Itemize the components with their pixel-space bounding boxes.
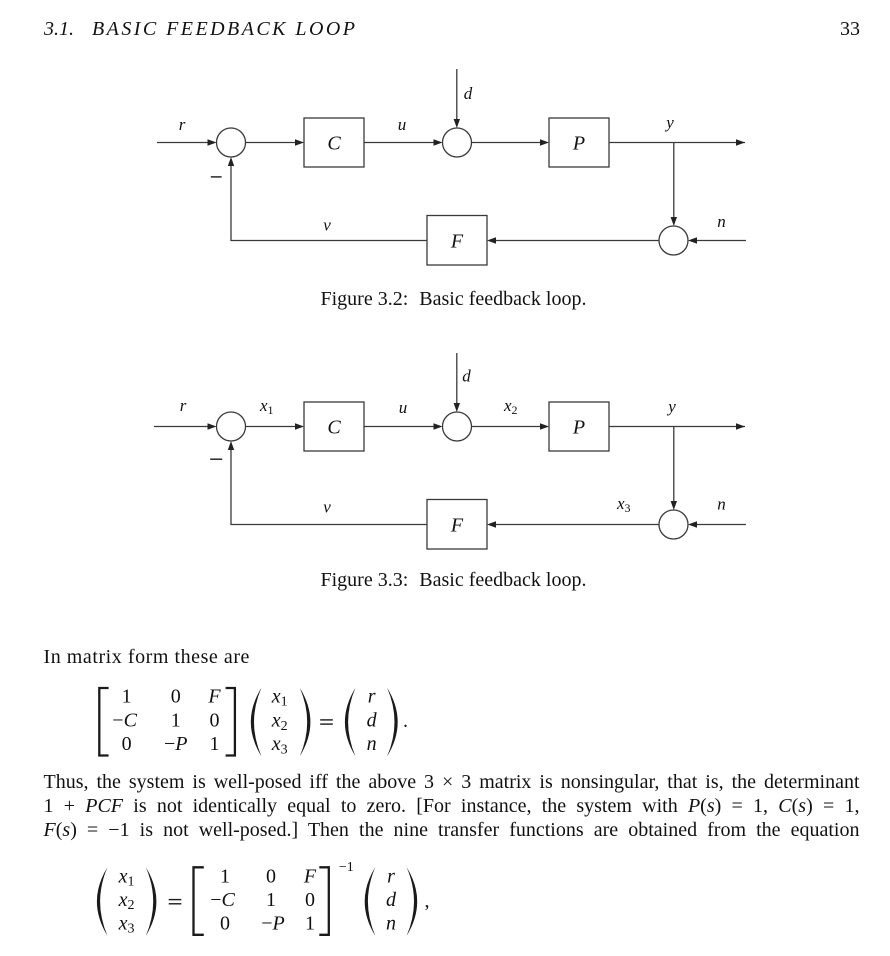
svg-text:0: 0 bbox=[220, 913, 230, 935]
svg-text:d: d bbox=[386, 889, 397, 911]
svg-text:d: d bbox=[462, 367, 471, 386]
svg-text:C: C bbox=[327, 417, 341, 439]
svg-text:r: r bbox=[179, 115, 186, 134]
svg-text:r: r bbox=[387, 866, 395, 888]
svg-text:1: 1 bbox=[266, 889, 276, 911]
svg-text:0: 0 bbox=[171, 686, 181, 708]
svg-text:v: v bbox=[323, 216, 331, 235]
svg-text:1: 1 bbox=[122, 686, 132, 708]
svg-text:n: n bbox=[717, 212, 726, 231]
svg-text:0: 0 bbox=[305, 889, 315, 911]
svg-text:C: C bbox=[327, 133, 341, 155]
svg-text:y: y bbox=[666, 397, 676, 416]
svg-text:x2: x2 bbox=[118, 889, 135, 913]
svg-text:−P: −P bbox=[261, 913, 285, 935]
svg-text:,: , bbox=[425, 890, 430, 912]
svg-text:n: n bbox=[386, 913, 396, 935]
svg-text:.: . bbox=[403, 710, 408, 732]
svg-text:d: d bbox=[464, 84, 473, 103]
svg-text:F: F bbox=[450, 231, 464, 253]
svg-text:n: n bbox=[367, 733, 377, 755]
svg-text:−C: −C bbox=[210, 889, 235, 911]
svg-text:P: P bbox=[572, 133, 585, 155]
svg-text:F: F bbox=[303, 866, 317, 888]
svg-text:1: 1 bbox=[305, 913, 315, 935]
svg-text:−1: −1 bbox=[339, 860, 354, 875]
svg-text:x1: x1 bbox=[118, 866, 135, 890]
svg-text:y: y bbox=[664, 113, 674, 132]
svg-text:u: u bbox=[398, 115, 407, 134]
svg-text:n: n bbox=[717, 495, 726, 514]
svg-text:F: F bbox=[207, 686, 221, 708]
svg-text:0: 0 bbox=[266, 866, 276, 888]
svg-text:1: 1 bbox=[171, 710, 181, 732]
svg-text:0: 0 bbox=[210, 710, 220, 732]
svg-text:P: P bbox=[572, 417, 585, 439]
svg-text:1: 1 bbox=[210, 733, 220, 755]
svg-text:1: 1 bbox=[220, 866, 230, 888]
svg-text:r: r bbox=[180, 396, 187, 415]
svg-text:−C: −C bbox=[112, 710, 137, 732]
svg-text:u: u bbox=[399, 398, 408, 417]
svg-text:d: d bbox=[367, 710, 378, 732]
svg-text:x3: x3 bbox=[118, 913, 135, 937]
svg-text:0: 0 bbox=[122, 733, 132, 755]
svg-text:v: v bbox=[323, 498, 331, 517]
svg-text:−P: −P bbox=[164, 733, 188, 755]
svg-text:r: r bbox=[368, 686, 376, 708]
svg-text:F: F bbox=[450, 515, 464, 537]
